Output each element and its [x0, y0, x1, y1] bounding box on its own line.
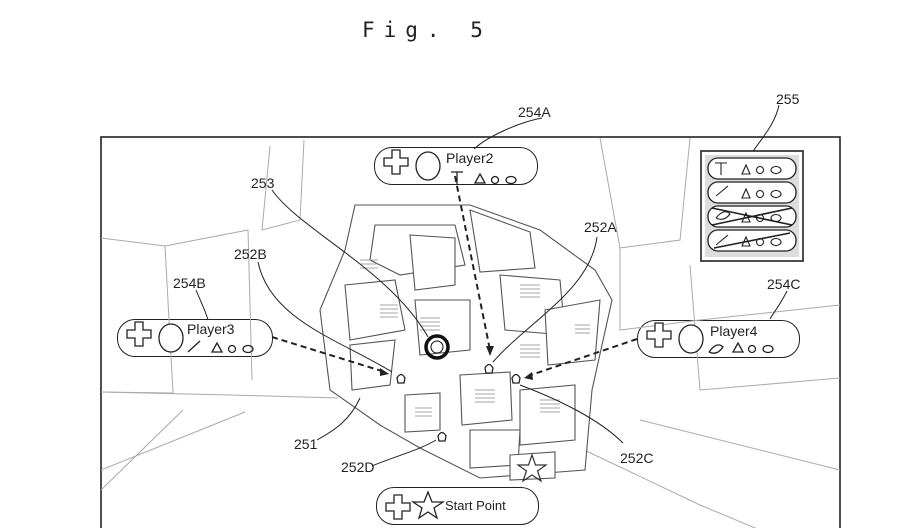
ref-253: 253 [251, 175, 275, 191]
marker-252b-icon [396, 373, 406, 384]
goal-ring-253 [424, 334, 450, 360]
dpad-icon [385, 494, 411, 520]
player3-name: Player3 [187, 321, 235, 337]
star-icon [410, 490, 446, 520]
player-markers [396, 363, 521, 442]
ref-252a: 252A [584, 219, 617, 235]
triangle-icon [741, 187, 751, 199]
triangle-icon [473, 172, 487, 184]
dpad-icon [126, 321, 152, 347]
marker-252d-icon [437, 431, 447, 442]
ref-252c: 252C [620, 450, 654, 466]
arrowhead-252a-icon [486, 346, 494, 356]
ref-251: 251 [294, 436, 318, 452]
marker-252a-icon [484, 363, 494, 374]
item-slot-2 [707, 181, 797, 204]
hammer-icon [715, 162, 727, 175]
star-icon [227, 344, 237, 354]
ref-254b: 254B [173, 275, 206, 291]
triangle-icon [731, 341, 745, 353]
leader-251 [316, 397, 361, 441]
leader-252c [519, 384, 624, 444]
leader-254c [769, 290, 788, 320]
circle-portrait-icon [678, 324, 704, 354]
game-screen-frame [100, 136, 841, 528]
leader-252d [371, 439, 437, 467]
leader-253 [271, 189, 429, 338]
player4-icons [646, 322, 774, 354]
item-panel-255 [700, 150, 804, 262]
oval-icon [505, 175, 517, 185]
player4-name: Player4 [710, 323, 758, 339]
maze-hatching [360, 259, 590, 417]
ref-252d: 252D [341, 459, 375, 475]
arrowheads [380, 346, 533, 380]
star-icon [747, 344, 757, 354]
circle-portrait-icon [415, 151, 441, 181]
marker-252c-icon [511, 373, 521, 384]
triangle-icon [741, 163, 751, 175]
start-point-label: Start Point [445, 498, 506, 513]
oval-icon [770, 189, 782, 199]
star-icon [755, 189, 765, 199]
start-star-icon [516, 453, 548, 483]
strike-line [713, 232, 791, 249]
feather-icon [708, 344, 724, 354]
dpad-icon [646, 322, 672, 348]
cross-out-line [711, 207, 793, 226]
leader-252a [492, 236, 598, 363]
oval-icon [762, 344, 774, 354]
goal-ring-inner [430, 340, 444, 354]
hammer-icon [451, 171, 463, 184]
circle-portrait-icon [158, 323, 184, 353]
figure-title: Fig. 5 [362, 18, 492, 42]
leader-lines [195, 104, 788, 467]
leader-254b [195, 289, 209, 321]
star-icon [755, 165, 765, 175]
oval-icon [770, 165, 782, 175]
player2-name: Player2 [446, 150, 494, 166]
dashed-links [271, 175, 638, 377]
background-walls [100, 137, 841, 528]
leader-255 [751, 104, 780, 154]
triangle-icon [210, 341, 224, 353]
oval-icon [242, 344, 254, 354]
maze-map-251 [319, 204, 613, 481]
leader-254a [473, 117, 543, 150]
arrowhead-252c-icon [524, 372, 533, 380]
leader-252b [257, 261, 393, 373]
player3-icons [126, 321, 254, 354]
player2-icons [383, 149, 517, 185]
link-player4 [527, 338, 638, 377]
feather-icon [715, 211, 731, 220]
brush-icon [715, 185, 729, 197]
ref-252b: 252B [234, 246, 267, 262]
brush-icon [715, 234, 729, 246]
ref-255: 255 [776, 91, 800, 107]
ref-254c: 254C [767, 276, 801, 292]
dpad-icon [383, 149, 409, 175]
brush-icon [187, 340, 201, 353]
arrowhead-252b-icon [380, 368, 389, 376]
ref-254a: 254A [518, 104, 551, 120]
oval-icon [770, 237, 782, 247]
star-icon [490, 175, 500, 185]
start-point-icons [385, 490, 446, 520]
